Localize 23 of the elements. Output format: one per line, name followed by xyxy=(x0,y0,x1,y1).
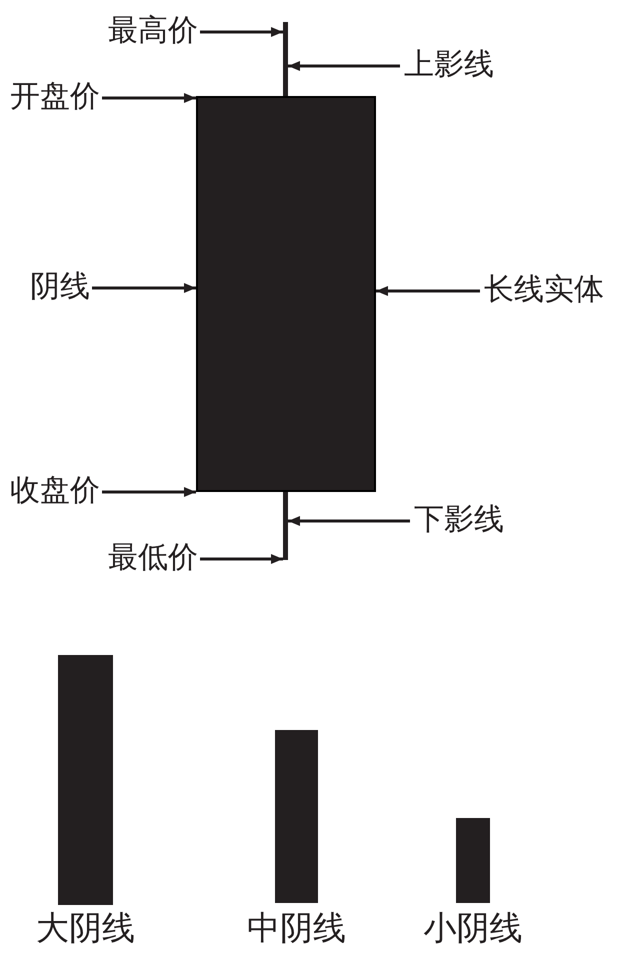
label-text: 收盘价 xyxy=(10,476,100,506)
label-text: 阴线 xyxy=(30,272,90,302)
leader-arrow xyxy=(376,286,480,296)
bar-caption: 大阴线 xyxy=(35,910,136,946)
label-text: 最低价 xyxy=(108,543,198,573)
candle-bar xyxy=(456,818,490,903)
leader-arrow xyxy=(102,93,196,103)
bar-caption: 小阴线 xyxy=(422,910,524,946)
label-text: 开盘价 xyxy=(10,82,100,112)
label-text: 下影线 xyxy=(414,505,504,535)
leader-arrow xyxy=(288,61,400,71)
candle-bar xyxy=(275,730,318,903)
leader-arrow xyxy=(288,516,410,526)
label-text: 长线实体 xyxy=(484,275,604,305)
candle-bar xyxy=(58,655,113,905)
label-text: 上影线 xyxy=(404,50,494,80)
label-text: 最高价 xyxy=(108,16,198,46)
leader-arrow xyxy=(200,554,283,564)
leader-arrow xyxy=(200,27,283,37)
candle-body xyxy=(196,96,376,492)
leader-arrow xyxy=(92,283,196,293)
leader-arrow xyxy=(102,487,196,497)
bar-caption: 中阴线 xyxy=(246,910,347,946)
